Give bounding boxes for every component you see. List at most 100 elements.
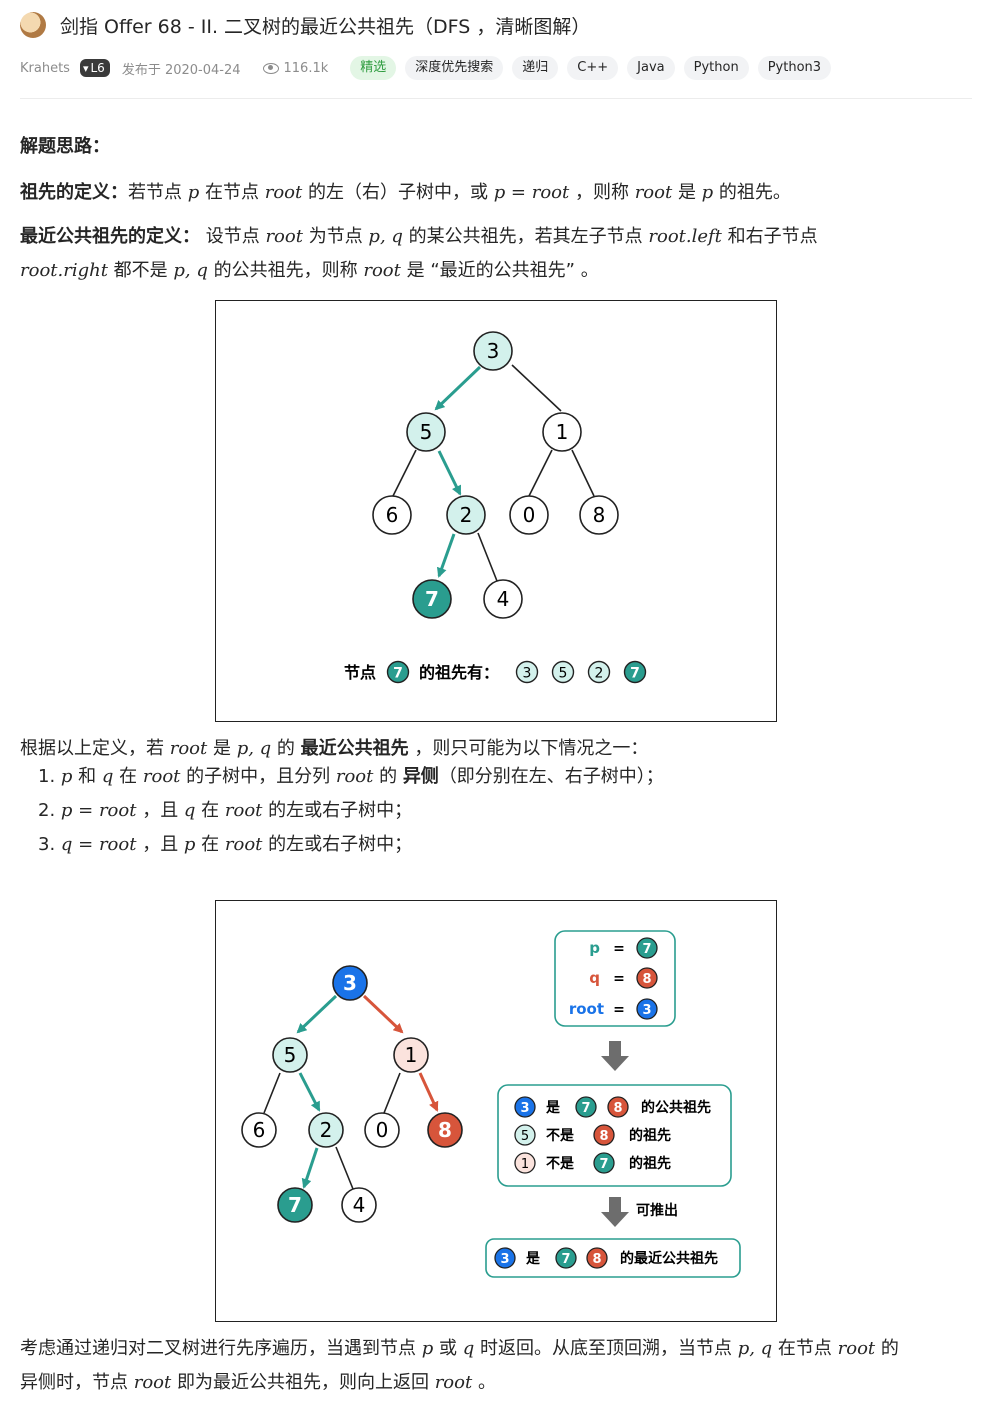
text: 的 (271, 738, 301, 759)
svg-text:的祖先: 的祖先 (629, 1155, 671, 1172)
svg-text:3: 3 (487, 339, 500, 363)
author-avatar[interactable] (20, 12, 46, 38)
var-p: p (589, 939, 600, 957)
ancestor-node: 2 (595, 666, 604, 682)
svg-text:7: 7 (425, 587, 439, 611)
svg-text:3: 3 (520, 1101, 529, 1116)
assignment-box: p = 7 q = 8 root = 3 (554, 930, 676, 1027)
tag-featured[interactable]: 精选 (350, 56, 397, 80)
caption-text: 的祖先有： (419, 663, 499, 682)
section-heading: 解题思路： (20, 136, 110, 157)
math-p: p (701, 182, 714, 203)
figure-ancestors: 3 5 1 6 2 0 8 7 4 节点 7 的祖先有： 3 5 2 7 (215, 300, 777, 722)
paragraph-lca-definition: 最近公共祖先的定义： 设节点 root 为节点 p, q 的某公共祖先，若其左子… (20, 220, 975, 288)
node-7: 7 (412, 579, 452, 619)
bold-text: 最近公共祖先 (300, 738, 409, 759)
svg-text:4: 4 (497, 587, 510, 611)
svg-text:7: 7 (599, 1157, 608, 1172)
caption-node: 7 (393, 666, 403, 682)
text: 根据以上定义，若 (20, 738, 170, 759)
text: 设节点 (200, 226, 266, 247)
text: 是 “最近的公共祖先” 。 (400, 260, 599, 281)
figure-lca-example: 3 5 1 6 2 0 8 7 4 p = 7 q = 8 root = (215, 900, 777, 1322)
ancestor-node: 7 (630, 666, 640, 682)
edge-3-1 (511, 364, 562, 412)
svg-text:的最近公共祖先: 的最近公共祖先 (620, 1250, 718, 1267)
svg-text:8: 8 (592, 1252, 601, 1267)
svg-text:0: 0 (523, 503, 536, 527)
node-0: 0 (364, 1112, 400, 1148)
svg-text:不是: 不是 (546, 1156, 575, 1172)
var-q: q (589, 969, 600, 987)
level-badge: ▾L6 (79, 59, 110, 77)
arrow-3-5 (434, 365, 482, 411)
math-root: root (264, 182, 303, 203)
down-arrow-icon (601, 1197, 629, 1227)
var-root: root (569, 1000, 604, 1018)
tag-list: 精选 深度优先搜索 递归 C++ Java Python Python3 (350, 56, 832, 80)
math-root: root (634, 182, 673, 203)
def1-label: 祖先的定义： (20, 182, 128, 203)
math-pq: p, q (368, 226, 403, 247)
svg-text:0: 0 (376, 1118, 389, 1142)
article-title-bar: 剑指 Offer 68 - II. 二叉树的最近公共祖先（DFS ，清晰图解） (20, 10, 590, 40)
math-pq: p, q (236, 738, 272, 759)
tag-python3[interactable]: Python3 (757, 56, 832, 80)
tag-dfs[interactable]: 深度优先搜索 (405, 56, 504, 80)
caption-text: 节点 (344, 663, 376, 682)
arrow-2-7 (436, 533, 456, 578)
tag-java[interactable]: Java (627, 56, 675, 80)
author-name[interactable]: Krahets (20, 60, 70, 76)
tag-python[interactable]: Python (683, 56, 749, 80)
arrow-3-5 (296, 994, 338, 1034)
equals: = (613, 941, 625, 957)
svg-text:7: 7 (561, 1252, 570, 1267)
node-3: 3 (332, 965, 368, 1001)
svg-text:7: 7 (581, 1101, 590, 1116)
def2-label: 最近公共祖先的定义： (20, 226, 200, 247)
text: 的某公共祖先，若其左子节点 (402, 226, 649, 247)
text: 的左（右）子树中，或 (302, 182, 494, 203)
arrow-1-8 (418, 1072, 439, 1112)
text: 为节点 (302, 226, 369, 247)
edge-5-6 (263, 1072, 281, 1114)
cases-list: 1. p 和 q 在 root 的子树中，且分列 root 的 异侧（即分别在左… (38, 760, 664, 862)
node-8: 8 (579, 495, 619, 535)
text: 的祖先。 (713, 182, 791, 203)
svg-text:2: 2 (460, 503, 473, 527)
svg-text:1: 1 (521, 1157, 529, 1172)
figure1-caption: 节点 7 的祖先有： 3 5 2 7 (344, 660, 647, 684)
tag-cpp[interactable]: C++ (567, 56, 619, 80)
svg-text:5: 5 (521, 1129, 529, 1144)
svg-text:8: 8 (593, 503, 606, 527)
svg-text:6: 6 (386, 503, 399, 527)
figure2-svg: 3 5 1 6 2 0 8 7 4 p = 7 q = 8 root = (241, 930, 741, 1278)
node-5: 5 (406, 412, 446, 452)
eye-icon (262, 62, 279, 74)
node-5: 5 (272, 1037, 308, 1073)
list-item: 3. q = root ，且 p 在 root 的左或右子树中； (38, 834, 413, 855)
svg-text:是: 是 (546, 1100, 561, 1116)
conclusion-box: 3 是 7 8 的最近公共祖先 (485, 1238, 741, 1278)
text: 是 (207, 738, 237, 759)
edge-1-8 (571, 449, 595, 497)
edge-1-0 (383, 1072, 401, 1114)
arrow-3-1 (362, 994, 404, 1034)
math-eq: p = root (493, 182, 570, 203)
tag-recursion[interactable]: 递归 (512, 56, 559, 80)
math-root-right: root.right (20, 260, 108, 281)
node-1: 1 (393, 1037, 429, 1073)
svg-text:7: 7 (288, 1193, 302, 1217)
math-pq: p, q (173, 260, 208, 281)
node-1: 1 (542, 412, 582, 452)
edge-2-4 (477, 532, 498, 582)
text: 若节点 (128, 182, 188, 203)
text: 在节点 (199, 182, 265, 203)
svg-text:8: 8 (599, 1129, 608, 1144)
svg-text:5: 5 (420, 420, 433, 444)
equals: = (613, 971, 625, 987)
svg-text:1: 1 (556, 420, 569, 444)
svg-text:8: 8 (438, 1118, 452, 1142)
text: 和右子节点 (721, 226, 818, 247)
article-meta: Krahets ▾L6 发布于 2020-04-24 116.1k 精选 深度优… (20, 55, 832, 81)
